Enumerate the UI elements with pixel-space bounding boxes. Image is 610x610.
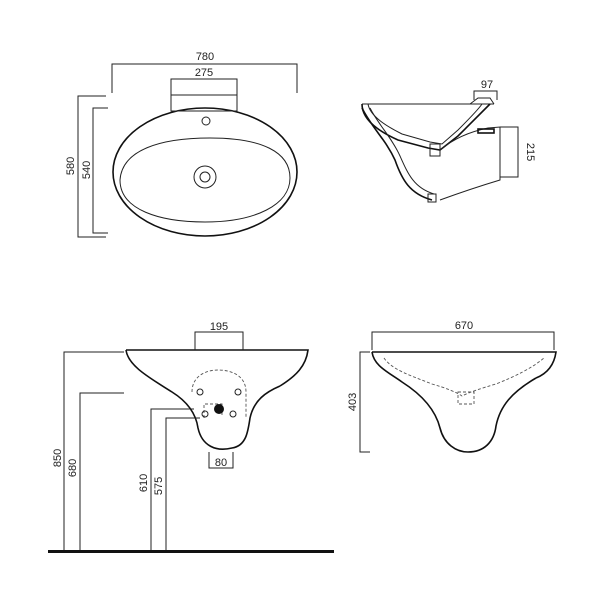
fixing-hole-right bbox=[234, 388, 242, 396]
dim-trap-width: 80 bbox=[215, 457, 227, 469]
dim-overall-depth: 580 bbox=[65, 157, 77, 175]
bowl-section-inner bbox=[367, 103, 483, 145]
dim-line-bowl-depth bbox=[92, 107, 108, 234]
dim-deck-depth: 97 bbox=[481, 79, 493, 91]
dim-line-trap-height bbox=[79, 392, 124, 550]
dim-line-overall-depth bbox=[77, 95, 106, 238]
dim-line-fixing-height-lower bbox=[165, 417, 200, 550]
dim-line-trap-width bbox=[208, 452, 234, 469]
drain-outer bbox=[193, 165, 217, 189]
dim-line-fixing-height-upper bbox=[150, 408, 194, 550]
fixing-hole-lower-right bbox=[229, 410, 237, 418]
dim-rear-height: 403 bbox=[347, 393, 359, 411]
front-rim bbox=[126, 349, 309, 387]
front-body bbox=[125, 349, 281, 450]
dim-overall-width: 780 bbox=[196, 51, 214, 63]
fixing-hole-lower-left bbox=[201, 410, 209, 418]
support-leg bbox=[361, 107, 433, 201]
dim-line-deck-width bbox=[170, 78, 238, 95]
dim-trap-height: 680 bbox=[67, 459, 79, 477]
dim-fixing-height-upper: 610 bbox=[138, 474, 150, 492]
floor-line bbox=[48, 550, 334, 553]
deck-section bbox=[469, 97, 495, 105]
rear-body bbox=[371, 351, 537, 453]
tap-hole bbox=[201, 116, 211, 126]
leg-foot bbox=[427, 193, 437, 203]
dim-rear-width: 670 bbox=[455, 320, 473, 332]
support-leg-inner bbox=[369, 107, 435, 195]
bowl-outline bbox=[119, 137, 291, 223]
dim-line-rim-height bbox=[63, 351, 124, 550]
dim-line-rear-height bbox=[359, 351, 370, 453]
dim-rim-height: 850 bbox=[52, 449, 64, 467]
top-view: 780 275 580 540 bbox=[65, 51, 298, 238]
rear-view: 670 403 bbox=[347, 320, 557, 453]
rear-hidden-trap bbox=[457, 391, 475, 405]
tap-deck bbox=[170, 94, 238, 112]
dim-line-rear-width bbox=[371, 331, 555, 350]
dim-line-bracket-height bbox=[500, 126, 519, 178]
front-hidden-outline bbox=[191, 369, 247, 418]
dim-line-deck-depth bbox=[473, 90, 498, 100]
waste-outlet bbox=[214, 404, 224, 414]
dim-bracket-height: 215 bbox=[524, 143, 536, 161]
bowl-section-outer bbox=[361, 103, 491, 151]
drain-inner bbox=[199, 171, 211, 183]
fixing-hole-left bbox=[196, 388, 204, 396]
dim-fixing-height-lower: 575 bbox=[153, 477, 165, 495]
fixing-bolt bbox=[477, 128, 495, 134]
rear-rim bbox=[372, 351, 557, 379]
front-view: 195 850 680 610 575 80 bbox=[48, 321, 334, 553]
side-view: 97 215 bbox=[361, 79, 536, 203]
rear-hidden-bowl bbox=[383, 357, 545, 397]
dim-line-fixing-spacing bbox=[194, 331, 244, 350]
dim-bowl-depth: 540 bbox=[81, 161, 93, 179]
dim-line-overall-width bbox=[111, 63, 298, 93]
basin-outline bbox=[112, 107, 298, 237]
dim-fixing-spacing: 195 bbox=[210, 321, 228, 333]
dim-deck-width: 275 bbox=[195, 67, 213, 79]
